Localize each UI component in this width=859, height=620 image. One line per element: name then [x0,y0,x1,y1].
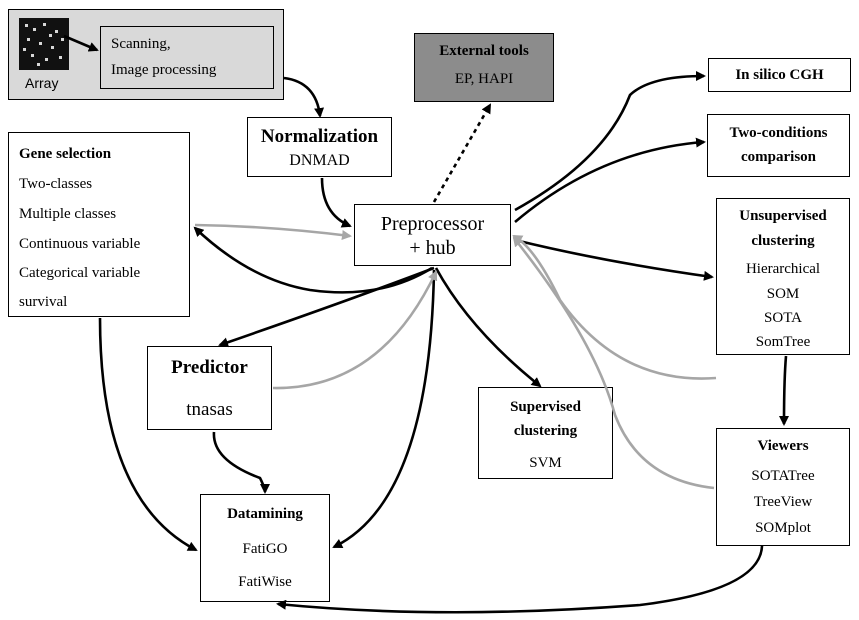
supervised-line1: Supervised [510,399,581,415]
arrow-viewers-to-datamining [276,545,764,614]
preprocessor-hub-box: Preprocessor + hub [354,204,511,266]
arrow-array-to-scanning [63,34,99,52]
datamining-box: Datamining FatiGO FatiWise [200,494,330,602]
predictor-title: Predictor [171,357,248,378]
viewers-title: Viewers [757,438,809,454]
arrow-hub-to-unsupervised [514,238,714,281]
arrow-hub-to-two-conditions [514,137,706,223]
gene-selection-item: survival [19,294,68,310]
array-label: Array [25,75,59,91]
gene-selection-title: Gene selection [19,146,112,162]
unsupervised-item: SOM [766,286,800,302]
viewers-box: Viewers SOTATree TreeView SOMplot [716,428,850,546]
in-silico-cgh-box: In silico CGH [708,58,851,92]
array-group-panel: Array Scanning, Image processing [8,9,284,100]
predictor-box: Predictor tnasas [147,346,272,430]
arrow-hub-to-external-tools [432,103,492,203]
arrow-predictor-to-datamining [212,431,270,494]
unsupervised-line1: Unsupervised [739,208,827,224]
hub-line1: Preprocessor [380,213,485,235]
arrow-hub-to-datamining [332,269,436,549]
datamining-title: Datamining [227,506,303,522]
return-viewers-to-hub [512,236,715,490]
return-unsupervised-to-hub [512,234,717,380]
arrow-hub-to-gene-selection [193,226,433,294]
arrow-scanning-to-normalization [283,76,325,118]
unsupervised-clustering-box: Unsupervised clustering Hierarchical SOM… [716,198,850,355]
unsupervised-item: SomTree [755,334,811,350]
hub-line2: + hub [409,237,456,259]
unsupervised-item: Hierarchical [745,261,821,277]
external-tools-title: External tools [439,43,529,59]
supervised-line2: clustering [513,423,578,439]
gene-selection-item: Two-classes [19,176,93,192]
external-tools-items: EP, HAPI [454,71,514,87]
viewers-item: TreeView [753,494,813,510]
viewers-item: SOMplot [755,520,811,536]
arrow-normalization-to-hub [320,177,352,228]
normalization-item: DNMAD [289,152,350,169]
arrow-hub-to-in-silico [514,71,706,212]
return-gene-selection-to-hub [194,223,352,240]
unsupervised-line2: clustering [751,233,815,249]
two-conditions-line2: comparison [741,149,816,165]
gene-selection-box: Gene selection Two-classes Multiple clas… [8,132,190,317]
supervised-clustering-box: Supervised clustering SVM [478,387,613,479]
arrow-hub-to-predictor [218,266,435,348]
datamining-item: FatiGO [242,541,288,557]
scanning-box: Scanning, Image processing [100,26,274,89]
unsupervised-item: SOTA [764,310,802,326]
viewers-item: SOTATree [751,468,815,484]
two-conditions-box: Two-conditions comparison [707,114,850,177]
gene-selection-item: Continuous variable [19,236,141,252]
supervised-item: SVM [529,455,562,471]
predictor-item: tnasas [186,399,233,420]
gene-selection-item: Categorical variable [19,265,141,281]
in-silico-cgh-title: In silico CGH [735,67,824,83]
microarray-image [19,18,69,70]
scanning-line2: Image processing [111,62,217,78]
external-tools-box: External tools EP, HAPI [414,33,554,102]
scanning-line1: Scanning, [111,36,171,52]
arrow-hub-to-supervised [434,267,542,388]
normalization-title: Normalization [260,126,379,147]
datamining-item: FatiWise [238,574,292,590]
normalization-box: Normalization DNMAD [247,117,392,177]
return-predictor-to-hub [272,270,438,390]
gene-selection-item: Multiple classes [19,206,117,222]
arrow-gene-selection-to-datamining [98,317,198,552]
two-conditions-line1: Two-conditions [729,125,828,141]
arrow-unsupervised-to-viewers [779,355,790,426]
